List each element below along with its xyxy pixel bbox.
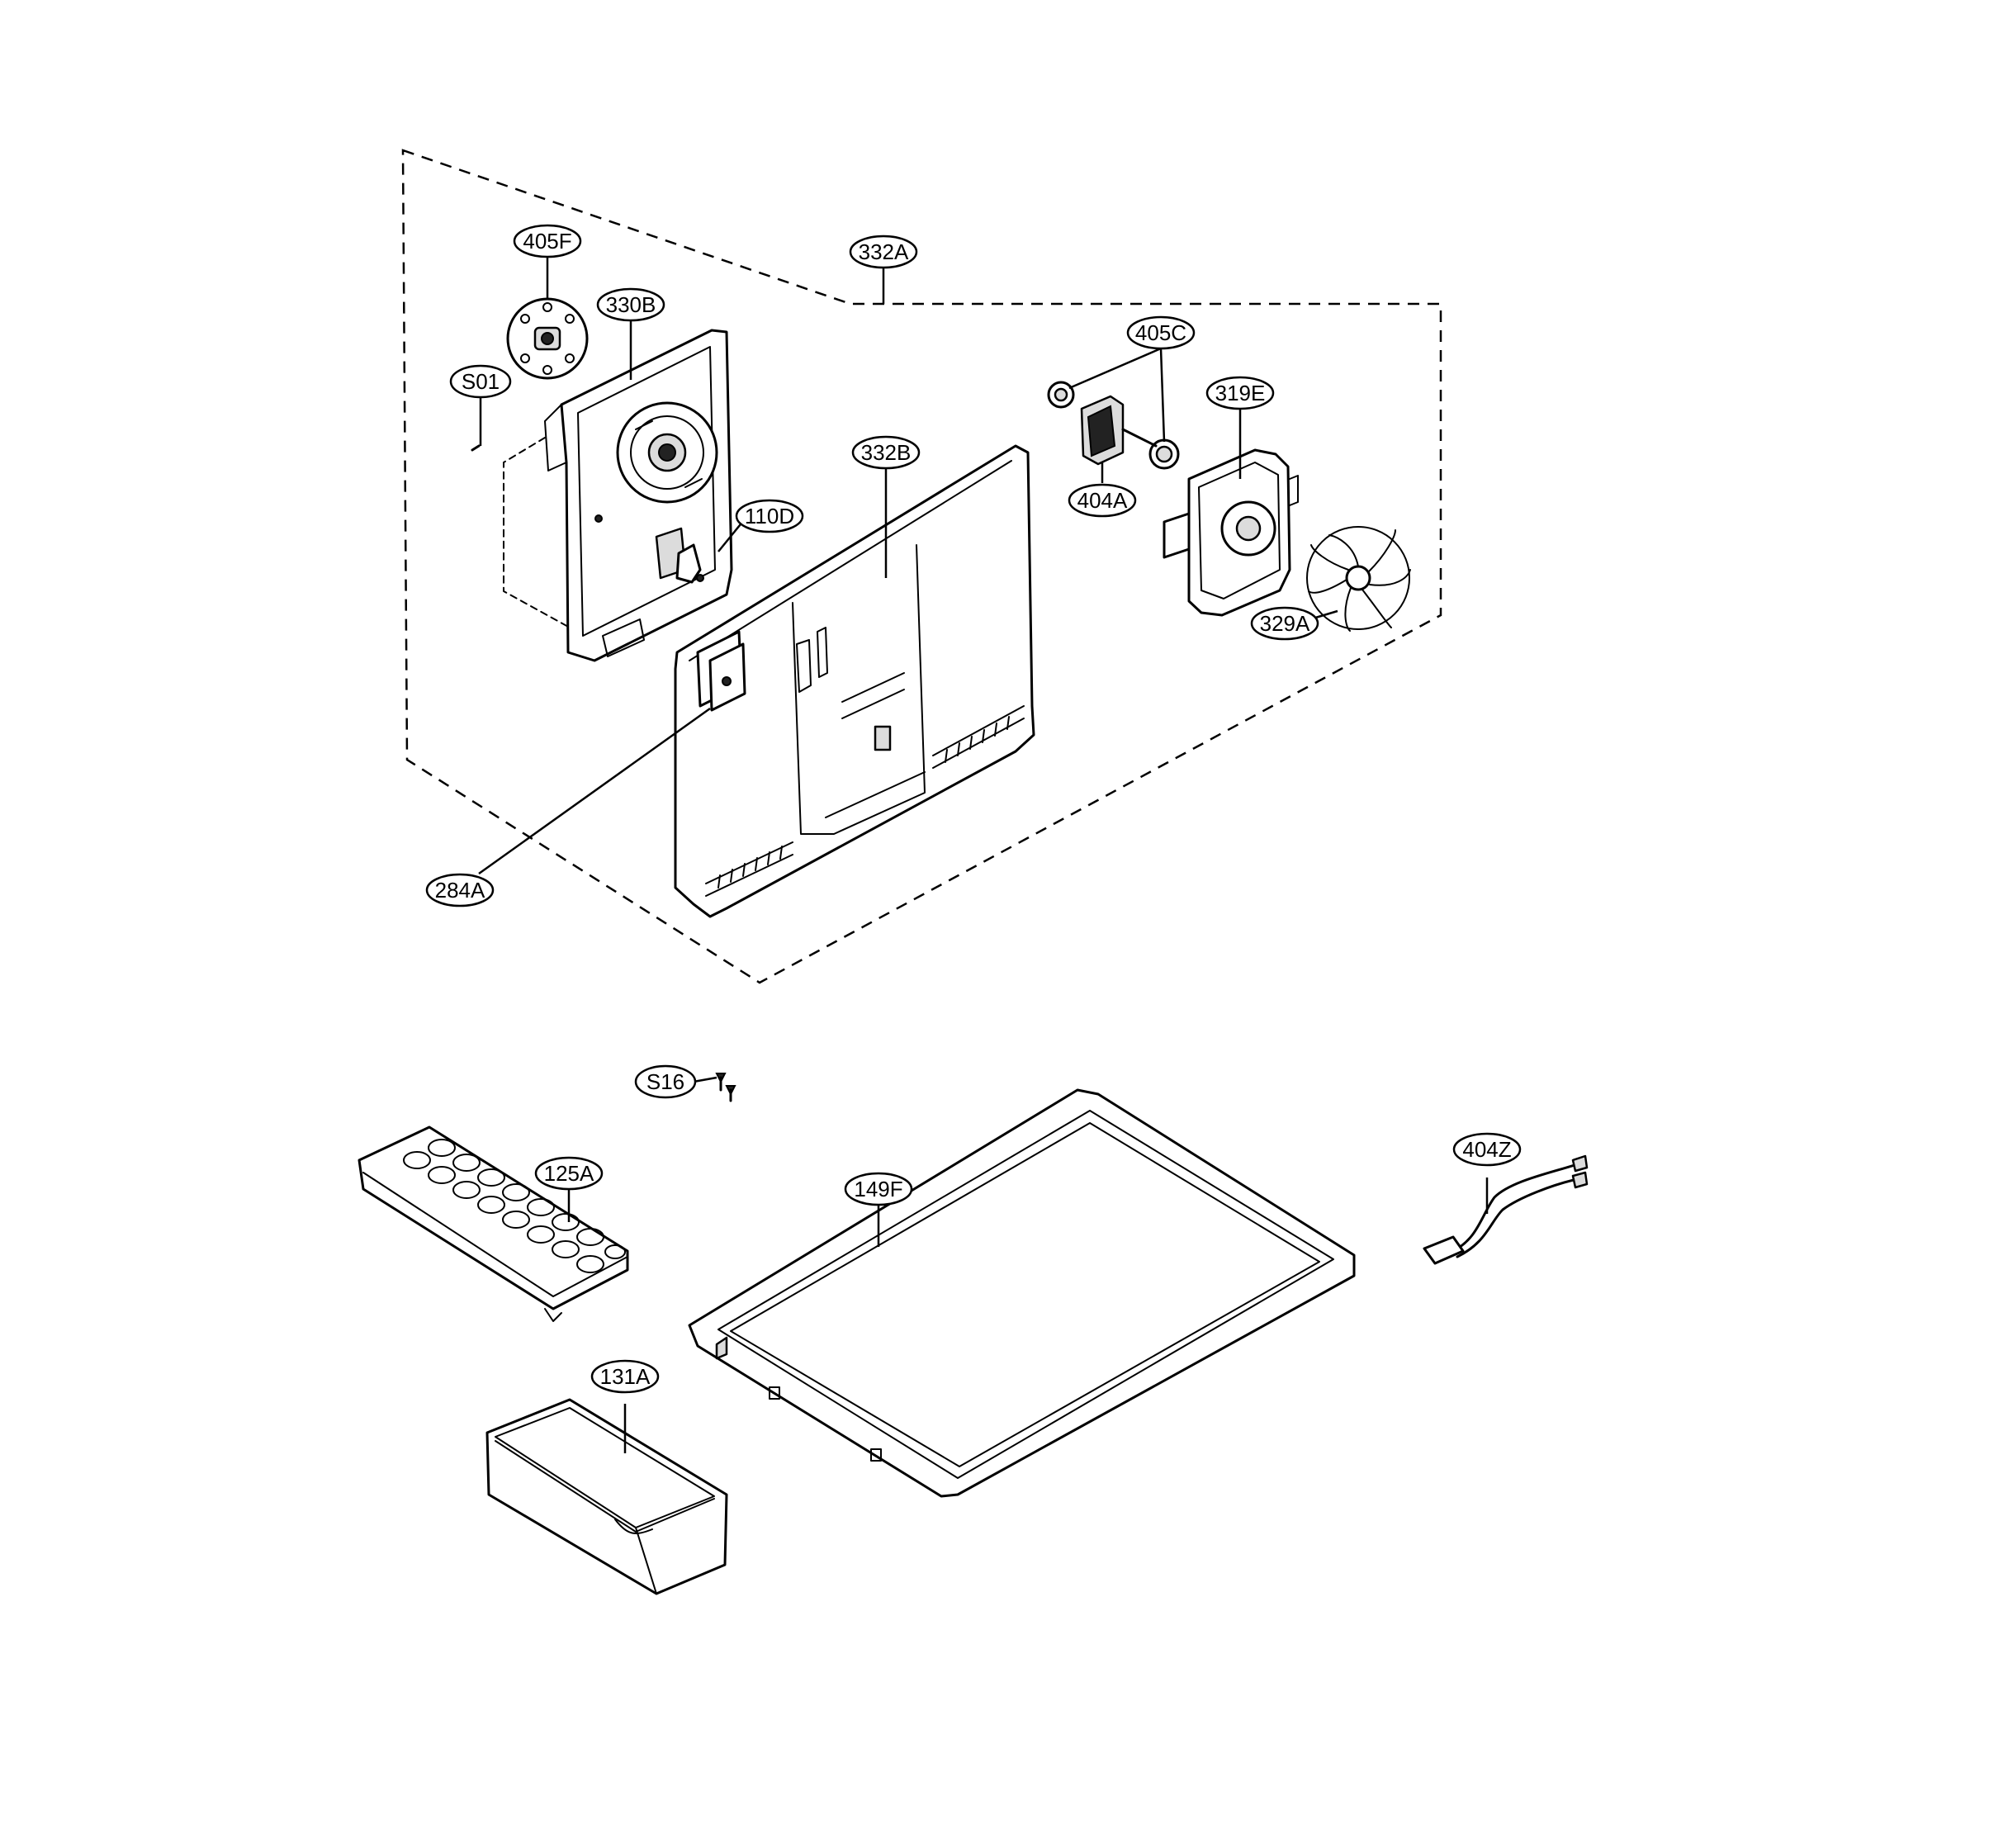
svg-text:149F: 149F <box>854 1177 902 1201</box>
svg-text:404A: 404A <box>1077 488 1128 513</box>
svg-text:330B: 330B <box>606 292 656 317</box>
part-125a-ice-tray <box>358 1125 629 1322</box>
svg-text:110D: 110D <box>745 504 794 528</box>
callout-149f: 149F <box>844 1172 913 1206</box>
svg-text:319E: 319E <box>1215 381 1266 405</box>
svg-text:S01: S01 <box>462 369 500 394</box>
part-405f-disc <box>506 297 589 380</box>
part-131a-bin <box>485 1398 728 1595</box>
svg-text:405C: 405C <box>1135 320 1186 345</box>
callout-404a: 404A <box>1068 483 1137 518</box>
svg-text:284A: 284A <box>435 878 485 903</box>
callout-284a: 284A <box>425 873 495 907</box>
part-404a-motor <box>1080 395 1158 466</box>
svg-text:332A: 332A <box>859 239 909 264</box>
callout-405f: 405F <box>513 224 582 258</box>
callout-110d: 110D <box>735 499 804 533</box>
part-330b-bracket <box>503 329 733 662</box>
part-s01-screw <box>471 444 481 452</box>
part-332b-housing <box>674 444 1035 918</box>
svg-text:329A: 329A <box>1260 611 1310 636</box>
svg-text:125A: 125A <box>544 1161 594 1186</box>
callout-s01: S01 <box>449 364 512 399</box>
callout-319e: 319E <box>1205 376 1275 410</box>
part-s16-screws <box>715 1073 736 1102</box>
svg-text:404Z: 404Z <box>1462 1137 1511 1162</box>
callout-131a: 131A <box>590 1359 660 1394</box>
callout-329a: 329A <box>1250 606 1319 641</box>
svg-text:S16: S16 <box>646 1069 684 1094</box>
callout-125a: 125A <box>534 1156 604 1191</box>
svg-text:405F: 405F <box>523 229 571 254</box>
svg-text:131A: 131A <box>600 1364 651 1389</box>
callout-404z: 404Z <box>1452 1132 1522 1167</box>
callout-332a: 332A <box>849 235 918 269</box>
callout-332b: 332B <box>851 435 921 470</box>
svg-text:332B: 332B <box>861 440 912 465</box>
part-149f-shelf <box>688 1088 1356 1498</box>
part-405c-disc-left <box>1047 381 1075 409</box>
callout-405c: 405C <box>1126 315 1196 350</box>
part-319e-fan-housing <box>1163 448 1299 617</box>
callout-330b: 330B <box>596 287 665 322</box>
callout-s16: S16 <box>634 1064 697 1099</box>
part-404z-harness <box>1423 1154 1589 1265</box>
part-329a-fan <box>1306 526 1411 632</box>
assembly-332a-boundary <box>401 149 1442 984</box>
